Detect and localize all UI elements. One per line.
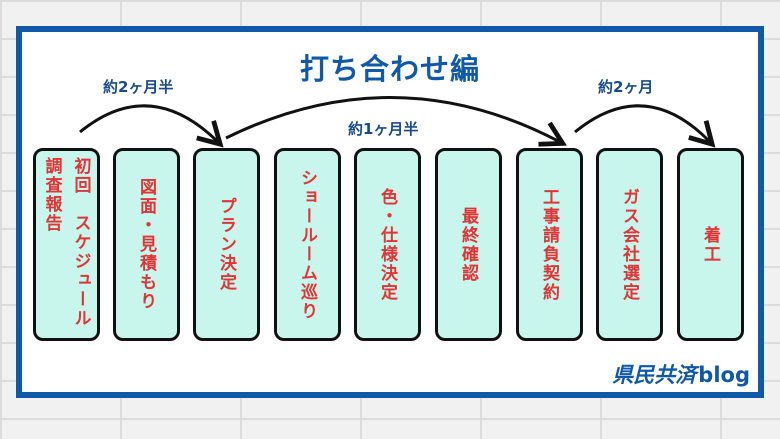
brand-latin: blog <box>698 363 750 387</box>
step-line: 工事請負契約 <box>539 187 559 302</box>
step-line: 着工 <box>700 225 720 264</box>
span-label-3: 約2ヶ月 <box>598 78 654 96</box>
span-label-1: 約2ヶ月半 <box>103 78 174 96</box>
step-line: 初回 スケジュール <box>70 157 91 328</box>
step-construction-contract: 工事請負契約 <box>516 148 583 341</box>
span-label-2: 約1ヶ月半 <box>348 120 419 138</box>
arrow-span-3 <box>574 104 716 148</box>
step-showroom-tour: ショールーム巡り <box>274 148 341 341</box>
page-title: 打ち合わせ編 <box>299 52 480 86</box>
step-drawings-estimate: 図面・見積もり <box>113 148 180 341</box>
step-line: 色・仕様決定 <box>377 187 397 302</box>
step-line: 調査報告 <box>41 157 62 233</box>
arrow-span-1 <box>79 104 224 148</box>
step-line: 図面・見積もり <box>136 178 156 311</box>
step-construction-start: 着工 <box>677 148 744 341</box>
brand-kanji: 県民共済 <box>612 363 697 387</box>
step-initial-survey: 初回 スケジュール 調査報告 <box>33 148 100 341</box>
arrow-span-2 <box>225 96 567 147</box>
step-plan-decision: プラン決定 <box>193 148 260 341</box>
step-gas-company: ガス会社選定 <box>596 148 663 341</box>
brand-logo: 県民共済 blog <box>612 359 750 389</box>
step-line: ガス会社選定 <box>619 187 639 302</box>
step-line: 最終確認 <box>458 206 478 283</box>
step-line: ショールーム巡り <box>297 168 317 321</box>
step-color-spec: 色・仕様決定 <box>354 148 421 341</box>
step-line: プラン決定 <box>216 197 236 292</box>
step-final-check: 最終確認 <box>435 148 502 341</box>
